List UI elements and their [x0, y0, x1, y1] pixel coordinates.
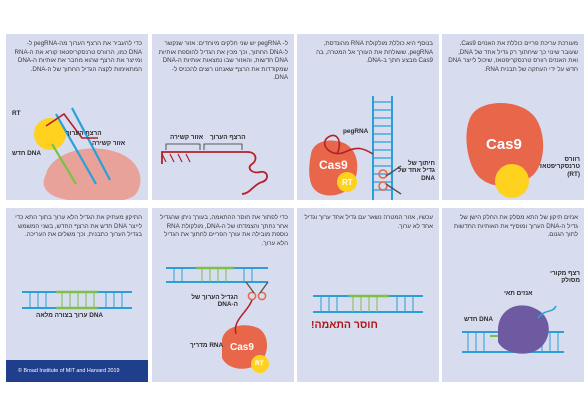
panel-pegrna-parts: ל- pegRNA יש שני חלקים מיוחדים: אזור שנק…	[152, 34, 294, 200]
rt-enzyme	[337, 172, 357, 192]
dna-duplex	[166, 266, 268, 283]
scissors-icon	[378, 165, 402, 195]
new-dna-label: DNA חדש	[12, 150, 41, 157]
repair-illustration	[462, 305, 564, 354]
pegrna-strand	[45, 112, 98, 139]
rt-label: RT	[255, 360, 264, 367]
panel-repair-enzyme: אנזים תיקון של התא מסלק את החלק הישן של …	[442, 208, 584, 382]
mismatch-illustration	[313, 294, 423, 313]
pegrna-strand	[323, 134, 374, 155]
removed-flap-label: רצף מקורי מסולק	[550, 270, 580, 285]
rt-label: רוורס טרנסקריפטאז (RT)	[539, 156, 580, 178]
new-dna-label: DNA חדש	[464, 316, 493, 323]
mismatch-label: חוסר התאמה!	[311, 319, 378, 331]
rt-label: RT	[342, 178, 353, 187]
cell-enzyme-label: אנזים תאי	[504, 290, 533, 297]
guide-rna-strand	[234, 299, 253, 335]
rt-enzyme	[34, 118, 66, 150]
panel-text: בנוסף היא כוללת מולקולת RNA מהונדסת, peg…	[316, 40, 433, 65]
guide-rna-label: RNA מדריך	[190, 342, 224, 349]
panel-text: התיקון מעתיק את הגדיל הלא ערוך בתוך התא …	[15, 214, 142, 239]
second-nick-illustration	[166, 266, 269, 373]
panel-text: עכשיו, אזור המטרה נשאר עם גדיל אחד ערוך …	[304, 214, 433, 230]
pegrna-structure-illustration	[161, 143, 268, 195]
cut-label: חיתוך של גדיל אחד של DNA	[397, 160, 435, 182]
copyright-footer: © Broad Institute of MIT and Harvard 201…	[6, 360, 148, 382]
removed-flap	[537, 305, 557, 319]
edited-strand-label: הגדיל הערוך של ה-DNA	[191, 294, 238, 309]
fully-edited-label: DNA ערוך בצורה מלאה	[36, 312, 104, 319]
panel-pegrna-targeting: בנוסף היא כוללת מולקולת RNA מהונדסת, peg…	[297, 34, 439, 200]
cas9-label: Cas9	[230, 342, 254, 353]
panel-mismatch: עכשיו, אזור המטרה נשאר עם גדיל אחד ערוך …	[297, 208, 439, 382]
cas9-rt-illustration	[466, 103, 544, 198]
pegrna-strand	[161, 151, 268, 195]
panel-text: אנזים תיקון של התא מסלק את החלק הישן של …	[453, 214, 578, 239]
scissors-icon	[245, 281, 269, 301]
cell-enzyme	[498, 305, 549, 354]
panel-text: כדי להעביר את הרצף הערוך מה-pegRNA ל-DNA…	[14, 40, 142, 73]
binding-label: אזור קשירה	[170, 134, 204, 141]
desired-bracket	[203, 143, 243, 150]
panel-text: מעורכת עריכת פריים כוללת את האנזים Cas9,…	[448, 40, 578, 73]
desired-sequence-label: הרצף הערוך	[210, 134, 246, 141]
rt-enzyme	[251, 355, 269, 373]
dna-duplex	[313, 294, 423, 313]
dna-strands	[51, 107, 111, 185]
cas9-label: Cas9	[486, 136, 522, 153]
pegrna-label: pegRNA	[343, 128, 369, 135]
rt-label: RT	[12, 110, 21, 117]
panel-fully-edited: התיקון מעתיק את הגדיל הלא ערוך בתוך התא …	[6, 208, 148, 382]
cas9-label: Cas9	[319, 158, 348, 172]
cas9-protein	[466, 103, 544, 187]
panel-reverse-transcription: כדי להעביר את הרצף הערוך מה-pegRNA ל-DNA…	[6, 34, 148, 200]
fully-edited-dna-illustration	[22, 290, 132, 310]
panel-text: כדי לפתור את חוסר ההתאמה, בעורך ניתן שהג…	[160, 214, 288, 247]
cas9-protein	[43, 148, 141, 200]
panel-prime-editor-components: מעורכת עריכת פריים כוללת את האנזים Cas9,…	[442, 34, 584, 200]
dna-duplex	[22, 290, 132, 310]
cas9-pegrna-illustration	[309, 96, 402, 200]
desired-sequence-label: הרצף הערוך	[66, 130, 102, 137]
binding-label: אזור קשירה	[92, 140, 126, 147]
binding-bracket	[165, 143, 201, 150]
dna-ladder	[372, 96, 393, 200]
panel-text: ל- pegRNA יש שני חלקים מיוחדים: אזור שנק…	[158, 40, 288, 82]
reverse-transcription-illustration	[34, 107, 141, 200]
rt-enzyme	[495, 164, 529, 198]
panel-second-nick: כדי לפתור את חוסר ההתאמה, בעורך ניתן שהג…	[152, 208, 294, 382]
